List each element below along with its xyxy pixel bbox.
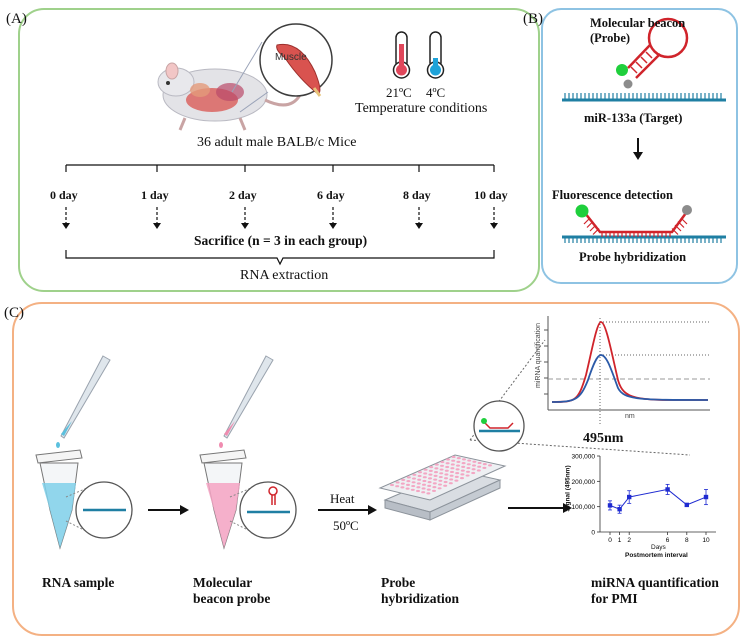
timepoint-8: 8 day — [403, 188, 431, 202]
arrow-icon-2 — [368, 505, 377, 515]
thermometer-cold-icon — [426, 31, 445, 79]
hybridization-label: Probe hybridization — [579, 250, 687, 264]
temp-50-label: 50ºC — [333, 518, 359, 533]
spectrum-blue-curve — [551, 354, 709, 403]
step-quant-line2: for PMI — [591, 591, 638, 606]
step-beacon-line2: beacon probe — [193, 591, 271, 606]
spectrum-xlabel: nm — [625, 413, 635, 420]
molecular-beacon-icon — [616, 17, 689, 89]
step-rna-sample: RNA sample — [42, 575, 115, 590]
chart-point — [607, 503, 613, 508]
thermometer-warm-icon — [392, 31, 411, 79]
panel-a-frame — [18, 8, 540, 292]
mice-caption: 36 adult male BALB/c Mice — [197, 135, 357, 150]
chart-x-tick-label: 2 — [627, 537, 631, 544]
chart-xlabel: Days — [651, 544, 666, 551]
beacon-title-2: (Probe) — [590, 31, 631, 45]
step-probe-line1: Probe — [381, 575, 416, 590]
temperature-caption: Temperature conditions — [355, 101, 488, 116]
chart-x-tick-label: 1 — [618, 537, 622, 544]
beacon-title-1: Molecular beacon — [590, 16, 686, 30]
pipette-icon-2 — [219, 355, 274, 448]
chart-point — [617, 507, 622, 512]
panel-b-label: (B) — [523, 11, 543, 27]
temp-4-label: 4ºC — [426, 85, 446, 100]
panel-b-frame — [541, 8, 738, 284]
timepoint-1: 1 day — [141, 188, 169, 202]
temp-21-label: 21ºC — [386, 85, 412, 100]
zoom-circle-2 — [239, 481, 297, 539]
target-label: miR-133a (Target) — [584, 111, 683, 125]
timepoint-0: 0 day — [50, 188, 78, 202]
chart-y-tick-label: 0 — [591, 530, 595, 537]
chart-x-tick-label: 6 — [666, 537, 670, 544]
timepoint-6: 6 day — [317, 188, 345, 202]
chart-point — [703, 494, 709, 500]
dashed-arrows — [65, 207, 495, 224]
wavelength-label: 495nm — [583, 431, 624, 446]
chart-xlabel2: Postmortem interval — [625, 552, 688, 559]
step-quant-line1: miRNA quantification — [591, 575, 719, 590]
chart-point — [684, 502, 689, 508]
tube-icon-2 — [199, 449, 247, 550]
chart-x-tick-label: 10 — [702, 537, 710, 544]
well-plate-icon — [378, 454, 507, 521]
chart-ylabel: Signal (495nm) — [564, 465, 572, 512]
arrow-icon-3 — [563, 503, 572, 513]
target-strand — [562, 93, 726, 102]
chart-y-tick-label: 300,000 — [572, 454, 596, 461]
hybridized-probe-icon — [562, 204, 726, 243]
mouse-icon — [157, 62, 302, 131]
rna-extraction-label: RNA extraction — [240, 268, 329, 283]
fluorescence-label: Fluorescence detection — [552, 188, 673, 202]
chart-series-line — [609, 488, 707, 510]
timepoint-2: 2 day — [229, 188, 257, 202]
tube-icon-1 — [35, 449, 83, 550]
step-beacon-line1: Molecular — [193, 575, 253, 590]
chart-y-tick-label: 100,000 — [572, 504, 596, 511]
sacrifice-label: Sacrifice (n = 3 in each group) — [194, 233, 368, 248]
zoom-circle-3 — [473, 400, 525, 452]
panel-a-label: (A) — [6, 11, 27, 27]
step-probe-line2: hybridization — [381, 591, 460, 606]
heat-label: Heat — [330, 491, 355, 506]
panel-c-label: (C) — [4, 305, 24, 321]
chart-y-tick-label: 200,000 — [572, 479, 596, 486]
timeline — [65, 164, 495, 172]
arrow-icon-1 — [180, 505, 189, 515]
muscle-label: Muscle — [275, 52, 307, 63]
chart-x-tick-label: 0 — [608, 537, 612, 544]
down-arrow-icon — [633, 152, 643, 160]
chart-point — [627, 494, 632, 500]
bracket — [65, 250, 495, 266]
chart-point — [665, 487, 670, 492]
pipette-icon-1 — [56, 355, 111, 448]
panel-c-frame — [12, 302, 740, 636]
timepoint-10: 10 day — [474, 188, 508, 202]
chart-x-tick-label: 8 — [685, 537, 689, 544]
